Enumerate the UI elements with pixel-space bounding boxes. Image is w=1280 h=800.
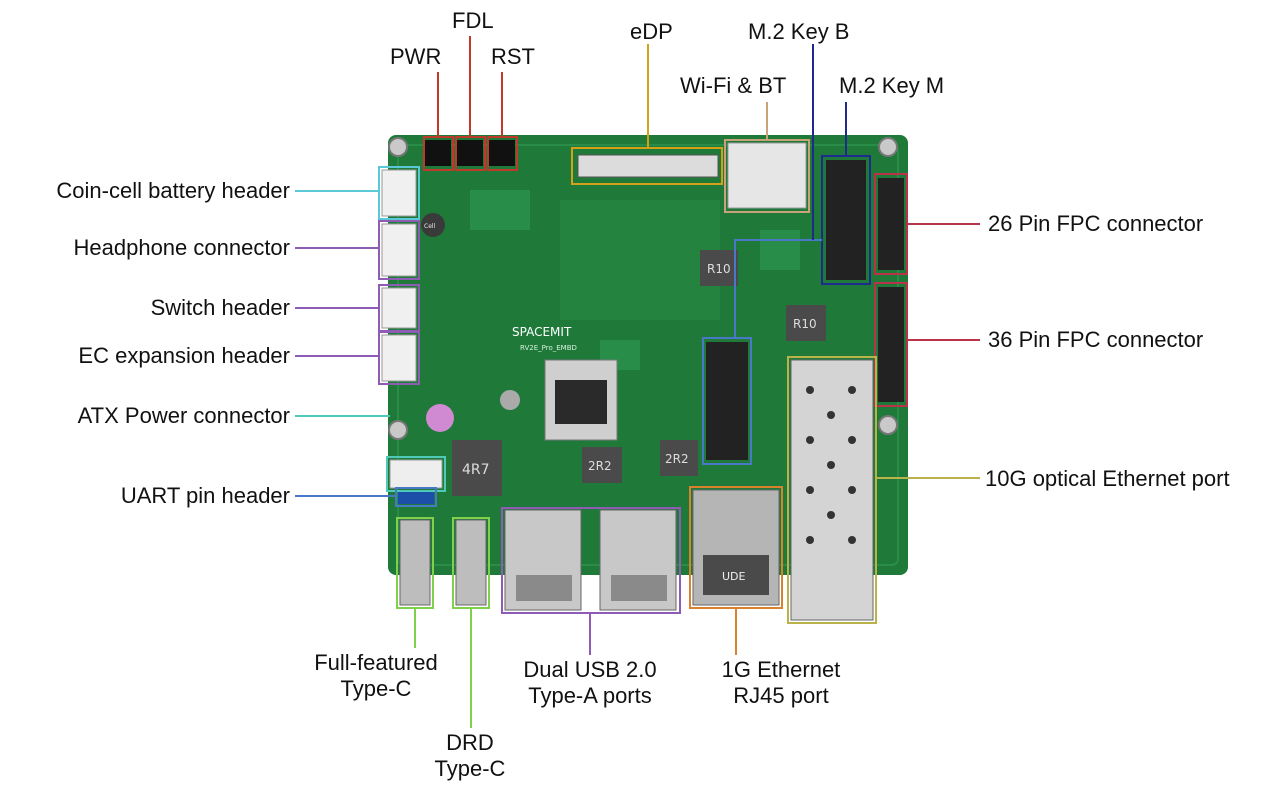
wifi-module — [727, 142, 807, 209]
fpc36-connector — [878, 287, 904, 402]
label-switch-header: Switch header — [150, 295, 290, 320]
label-rj45-1g: 1G Ethernet RJ45 port — [721, 657, 841, 708]
capacitor — [421, 213, 445, 237]
atx-connector — [389, 459, 443, 489]
mounting-holes — [388, 137, 898, 440]
label-fpc26: 26 Pin FPC connector — [988, 211, 1204, 236]
capacitor-purple — [426, 404, 454, 432]
label-m2-key-b: M.2 Key B — [748, 19, 850, 44]
label-coin-cell: Coin-cell battery header — [56, 178, 290, 203]
label-uart: UART pin header — [120, 483, 290, 508]
label-m2-key-m: M.2 Key M — [839, 73, 945, 98]
button-headers — [425, 140, 515, 166]
uart-pins — [398, 490, 434, 504]
label-typec-full: Full-featured Type-C — [314, 650, 438, 701]
label-wifi-bt: Wi-Fi & BT — [680, 73, 787, 98]
leader-lines — [295, 36, 980, 728]
inductor-2r2-a-mark: 2R2 — [588, 459, 612, 473]
label-headphone: Headphone connector — [73, 235, 291, 260]
label-fpc36: 36 Pin FPC connector — [988, 327, 1204, 352]
label-atx-power: ATX Power connector — [77, 403, 290, 428]
inductor-2r2-b — [660, 440, 698, 476]
edp-connector — [577, 154, 719, 178]
m2-key-m-slot — [826, 160, 866, 280]
label-typec-drd: DRD Type-C — [434, 730, 506, 781]
label-rst: RST — [491, 44, 535, 69]
inductor-2r2-a — [582, 447, 622, 483]
model-text: RV2E_Pro_EMBD — [520, 344, 577, 352]
inductor-4r7 — [452, 440, 502, 496]
label-usb-dual: Dual USB 2.0 Type-A ports — [523, 657, 657, 708]
label-fdl: FDL — [452, 8, 494, 33]
inductor-r10-b-mark: R10 — [793, 317, 817, 331]
sfp-vents — [806, 386, 856, 544]
inductor-r10-a-mark: R10 — [707, 262, 731, 276]
m2-key-b-slot — [706, 342, 748, 460]
typec-drd-port — [455, 519, 487, 606]
label-pwr: PWR — [390, 44, 442, 69]
capacitor-mark: Cell — [424, 223, 436, 230]
brand-text: SPACEMIT — [512, 325, 572, 339]
inductor-r10-a — [700, 250, 738, 286]
inductor-4r7-mark: 4R7 — [462, 462, 490, 478]
inductor-r10-b — [786, 305, 826, 341]
label-optical-10g: 10G optical Ethernet port — [985, 466, 1230, 491]
typec-full-port — [399, 519, 431, 606]
inductor-2r2-b-mark: 2R2 — [665, 452, 689, 466]
label-ec-expansion: EC expansion header — [78, 343, 290, 368]
fpc26-connector — [878, 178, 904, 270]
pcb-texture — [470, 190, 800, 370]
sfp-cage — [790, 359, 874, 621]
rj45-mark: UDE — [722, 570, 746, 583]
label-edp: eDP — [630, 19, 673, 44]
left-headers — [381, 169, 417, 382]
